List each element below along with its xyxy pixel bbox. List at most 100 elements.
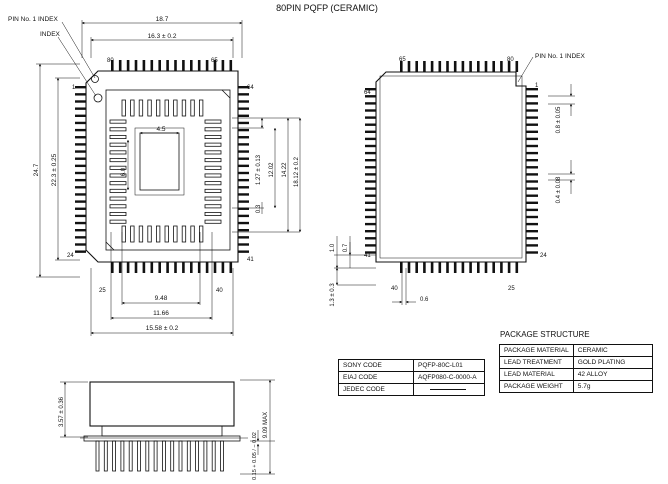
lead: [126, 262, 130, 273]
lead: [75, 214, 86, 218]
lead-finger: [190, 225, 195, 243]
index-mark: [93, 93, 103, 103]
front-pin-25: 25: [99, 288, 106, 294]
lead: [238, 164, 249, 168]
lead-finger: [109, 142, 127, 147]
lead-finger: [164, 225, 169, 243]
lead: [142, 60, 146, 71]
back-pin1-index-label: PIN No. 1 INDEX: [535, 53, 586, 60]
lead-finger: [130, 225, 135, 243]
lead: [238, 178, 249, 182]
structure-row: LEAD TREATMENT GOLD PLATING: [499, 356, 653, 369]
lead: [515, 61, 519, 72]
lead: [365, 95, 376, 98]
lead: [515, 262, 519, 273]
lead: [197, 262, 201, 273]
lead: [213, 60, 217, 71]
lead: [365, 194, 376, 197]
lead-finger: [147, 225, 152, 243]
lead-finger: [164, 99, 169, 117]
lead: [238, 229, 249, 232]
lead: [526, 144, 538, 148]
lead: [75, 100, 86, 103]
lead: [190, 262, 193, 273]
lead: [75, 157, 86, 160]
lead: [500, 262, 503, 273]
code-row: EIAJ CODE AQFP080-C-0000-A: [338, 371, 485, 384]
dim-gap: 0.6: [420, 297, 429, 303]
lead-finger: [190, 99, 195, 117]
lead: [103, 440, 108, 472]
front-package-body: [85, 70, 239, 263]
lead: [238, 171, 249, 175]
lead-finger: [173, 99, 178, 117]
dim-side-max: 9.09 MAX: [263, 412, 269, 438]
lead: [430, 61, 434, 72]
lead: [118, 262, 122, 273]
dim-lead-width: 0.3: [256, 204, 262, 213]
lead: [461, 61, 465, 72]
back-pin-80: 80: [507, 57, 514, 63]
code-label: EIAJ CODE: [338, 371, 414, 384]
code-label: SONY CODE: [338, 359, 414, 372]
lead: [400, 61, 403, 72]
lead: [153, 440, 158, 472]
code-row: SONY CODE PQFP-80C-L01: [338, 359, 485, 372]
index-chamfer-bl: [105, 241, 115, 251]
lead: [174, 262, 177, 273]
lead-finger: [181, 225, 187, 243]
package-structure-title: PACKAGE STRUCTURE: [500, 330, 590, 339]
lead-finger: [155, 225, 161, 243]
lead: [238, 186, 249, 189]
lead: [365, 116, 376, 119]
lead: [229, 60, 233, 71]
lead: [400, 262, 403, 273]
lead: [158, 60, 161, 71]
structure-row: LEAD MATERIAL 42 ALLOY: [499, 368, 653, 381]
lead: [75, 229, 86, 232]
lead: [75, 86, 86, 89]
lead-finger: [109, 134, 127, 139]
lead: [75, 107, 86, 110]
lead: [526, 109, 538, 112]
dim-die-height: 6.0: [121, 167, 127, 176]
side-lid: [101, 425, 223, 437]
lead: [365, 173, 376, 176]
lead: [238, 150, 249, 153]
lead: [145, 440, 150, 472]
lead: [526, 251, 538, 254]
lead: [75, 186, 86, 189]
inner-lead-fingers: [109, 99, 222, 243]
lead: [238, 157, 249, 160]
lead: [203, 440, 208, 472]
lead-finger: [204, 165, 222, 170]
front-cavity: [105, 89, 231, 251]
lead: [526, 173, 538, 176]
lead: [365, 208, 376, 212]
lead: [170, 440, 175, 472]
lead: [365, 159, 376, 162]
lead: [205, 60, 209, 71]
lead: [365, 88, 376, 91]
lead-finger: [109, 188, 127, 193]
lead-finger: [130, 99, 135, 117]
lead: [134, 262, 138, 273]
dim-body-width: 16.3 ± 0.2: [148, 33, 177, 40]
lead-finger: [204, 142, 222, 147]
lead: [438, 61, 442, 72]
dim-lead-len2: 1.0: [330, 243, 336, 252]
code-row: JEDEC CODE: [338, 383, 485, 396]
back-inner-outline: [379, 75, 523, 259]
lead: [438, 262, 442, 273]
lead: [75, 178, 86, 182]
lead: [195, 440, 200, 472]
lead: [365, 130, 376, 133]
front-pin-41: 41: [247, 257, 254, 263]
lead: [365, 180, 376, 183]
lead: [150, 262, 154, 273]
structure-label: LEAD MATERIAL: [499, 368, 574, 381]
lead-finger: [109, 158, 127, 163]
lead-finger: [173, 225, 178, 243]
lead: [238, 221, 249, 225]
